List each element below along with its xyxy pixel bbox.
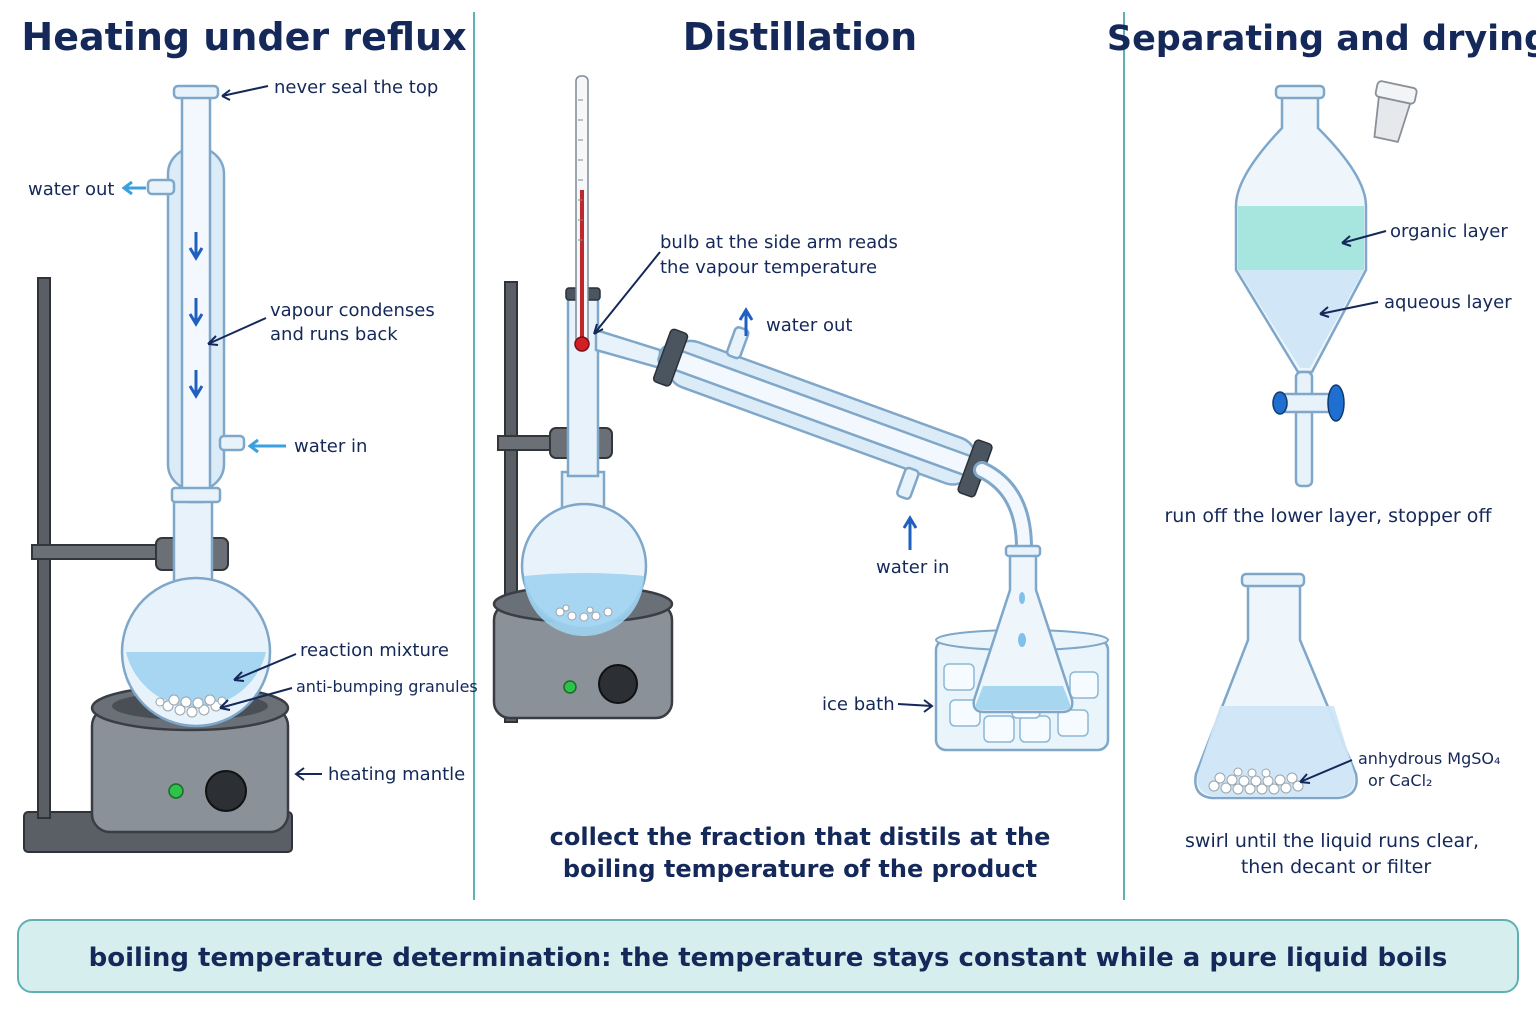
- granules-label: anti-bumping granules: [296, 677, 478, 696]
- never-seal-label: never seal the top: [274, 77, 438, 98]
- drying-agent-granules: [1208, 767, 1304, 795]
- water-in-arrow: [247, 438, 286, 454]
- cacl2-label: or CaCl₂: [1368, 771, 1432, 790]
- receiver-flask: [972, 544, 1074, 714]
- distillation-water-in-arrow: [902, 515, 918, 550]
- distillation-title: Distillation: [683, 15, 917, 59]
- round-bottom-flask: [120, 493, 272, 728]
- never-seal-pointer: [221, 85, 269, 101]
- drying-agent-pointer: [1299, 759, 1353, 784]
- thermometer-bulb: [574, 336, 590, 352]
- water-inlet-nozzle: [218, 434, 246, 452]
- reflux-condenser: [146, 84, 246, 504]
- organic-layer-pointer: [1341, 230, 1387, 247]
- condenser-outlet-nozzle: [725, 326, 750, 360]
- aqueous-layer-liquid: [1238, 270, 1364, 368]
- distillate-drop: [1019, 592, 1025, 604]
- summary-banner: [17, 919, 1519, 993]
- drying-conical-flask: [1194, 572, 1358, 800]
- distillation-caption-line1: collect the fraction that distils at the: [550, 823, 1051, 851]
- heating-mantle-label: heating mantle: [328, 764, 465, 785]
- distillation-water-out-arrow: [738, 307, 754, 336]
- reflux-title: Heating under reflux: [21, 15, 466, 59]
- stopcock-handle: [1327, 384, 1345, 422]
- vapour-label-line1: vapour condenses: [270, 300, 435, 321]
- ice-bath-pointer: [897, 699, 934, 713]
- aqueous-layer-pointer: [1319, 301, 1379, 318]
- distillation-water-in-label: water in: [876, 557, 949, 578]
- water-outlet-nozzle: [146, 178, 176, 196]
- mantle-pointer: [294, 767, 322, 781]
- separating-title: Separating and drying: [1107, 19, 1536, 59]
- reflux-apparatus: [23, 84, 293, 853]
- separating-funnel: [1234, 84, 1368, 488]
- ice-bath-label: ice bath: [822, 694, 895, 715]
- distillation-granules: [555, 604, 613, 622]
- summary-banner-text: boiling temperature determination: the t…: [89, 943, 1448, 973]
- granules-pointer: [219, 687, 293, 711]
- heater-dial-knob: [598, 664, 638, 704]
- bulb-label-line2: the vapour temperature: [660, 257, 877, 278]
- distillate-drop-2: [1018, 633, 1026, 647]
- swirl-caption-line2: then decant or filter: [1241, 856, 1431, 878]
- stopcock-barrel: [1280, 392, 1334, 414]
- aqueous-layer-label: aqueous layer: [1384, 292, 1512, 313]
- anti-bumping-granules: [155, 694, 227, 718]
- heater-indicator-light: [563, 680, 577, 694]
- organic-layer-liquid: [1238, 206, 1364, 270]
- reaction-mixture-pointer: [233, 653, 297, 682]
- swirl-caption-line1: swirl until the liquid runs clear,: [1185, 830, 1479, 852]
- anhydrous-label: anhydrous MgSO₄: [1358, 749, 1500, 768]
- water-out-arrow: [121, 180, 146, 196]
- reaction-mixture-label: reaction mixture: [300, 640, 449, 661]
- vapour-pointer: [207, 317, 267, 346]
- condenser-inlet-nozzle: [896, 466, 920, 500]
- organic-layer-label: organic layer: [1390, 221, 1508, 242]
- liebig-condenser: [652, 326, 993, 500]
- bulb-pointer: [593, 251, 661, 335]
- distillation-flask: [520, 470, 648, 636]
- reaction-mixture-liquid: [126, 652, 266, 708]
- condensate-flow-arrows: [188, 232, 204, 399]
- bulb-label-line1: bulb at the side arm reads: [660, 232, 898, 253]
- mantle-dial-knob: [205, 770, 247, 812]
- reflux-water-in-label: water in: [294, 436, 367, 457]
- reflux-water-out-label: water out: [28, 179, 114, 200]
- stopcock-left-tap: [1272, 391, 1288, 415]
- thermometer: [574, 75, 590, 352]
- funnel-stopper: [1373, 80, 1418, 143]
- distillation-water-out-label: water out: [766, 315, 852, 336]
- distillation-apparatus: [492, 75, 1110, 752]
- run-off-caption: run off the lower layer, stopper off: [1165, 505, 1493, 527]
- power-indicator-light: [168, 783, 184, 799]
- distillation-caption-line2: boiling temperature of the product: [563, 855, 1037, 883]
- vapour-label-line2: and runs back: [270, 324, 398, 345]
